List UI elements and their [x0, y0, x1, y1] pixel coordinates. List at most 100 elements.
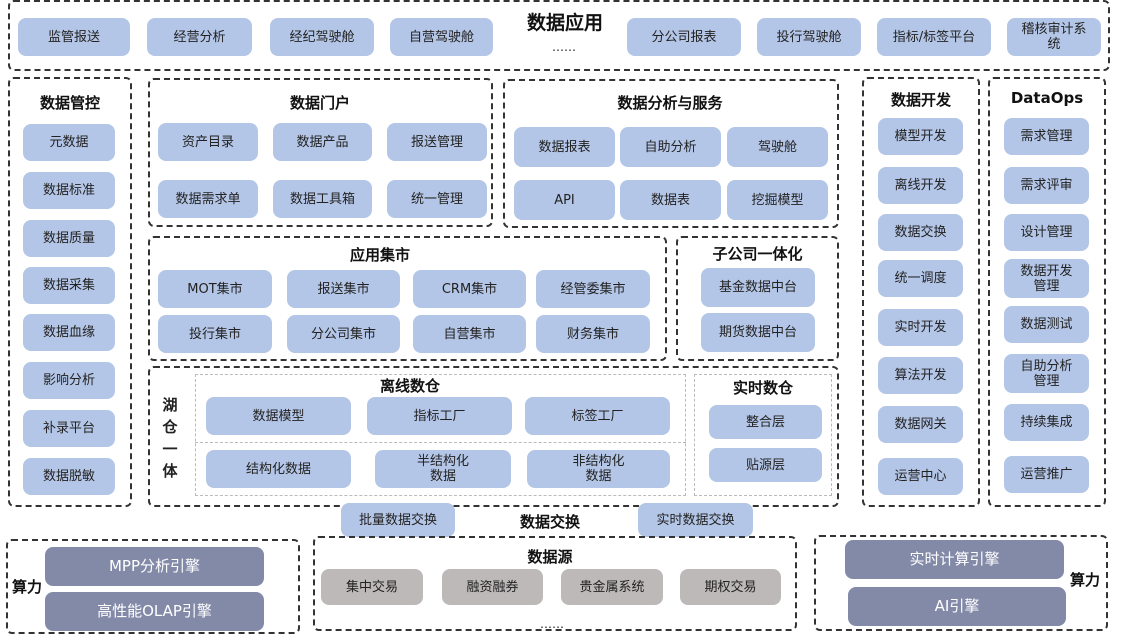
dev-realtime-development[interactable]: 实时开发 — [878, 309, 963, 346]
dataops-design-management[interactable]: 设计管理 — [1004, 214, 1089, 251]
dataops-self-analysis-management[interactable]: 自助分析 管理 — [1004, 354, 1089, 393]
offline-structured-data[interactable]: 结构化数据 — [206, 450, 351, 488]
app-item-brokerage-cockpit[interactable]: 经纪驾驶舱 — [270, 18, 374, 56]
app-market-panel — [148, 236, 667, 361]
dataops-continuous-integration[interactable]: 持续集成 — [1004, 404, 1089, 441]
realtime-integration-layer[interactable]: 整合层 — [709, 405, 822, 439]
offline-unstructured-data[interactable]: 非结构化 数据 — [527, 450, 670, 488]
offline-semi-structured-data[interactable]: 半结构化 数据 — [375, 450, 511, 488]
analysis-self-service[interactable]: 自助分析 — [620, 127, 721, 167]
data-development-title: 数据开发 — [890, 91, 951, 109]
lakehouse-label-char: 体 — [162, 462, 178, 480]
data-source-title: 数据源 — [527, 548, 573, 566]
analysis-mining-model[interactable]: 挖掘模型 — [727, 180, 828, 220]
lakehouse-label-char: 仓 — [162, 418, 178, 436]
market-management-committee[interactable]: 经管委集市 — [536, 270, 650, 308]
portal-data-request[interactable]: 数据需求单 — [158, 180, 258, 218]
source-margin-trading[interactable]: 融资融券 — [442, 569, 543, 605]
app-item-regulatory-report[interactable]: 监管报送 — [18, 18, 130, 56]
mpp-analysis-engine[interactable]: MPP分析引擎 — [45, 547, 264, 586]
dataops-requirement-management[interactable]: 需求管理 — [1004, 118, 1089, 155]
ai-engine[interactable]: AI引擎 — [848, 587, 1066, 626]
data-analysis-service-title: 数据分析与服务 — [617, 94, 723, 112]
portal-data-product[interactable]: 数据产品 — [273, 123, 372, 161]
market-mot[interactable]: MOT集市 — [158, 270, 272, 308]
dataops-panel — [988, 77, 1106, 507]
realtime-source-layer[interactable]: 贴源层 — [709, 448, 822, 482]
portal-asset-catalog[interactable]: 资产目录 — [158, 123, 258, 161]
app-item-ib-cockpit[interactable]: 投行驾驶舱 — [757, 18, 861, 56]
dataops-development-management[interactable]: 数据开发 管理 — [1004, 259, 1089, 298]
offline-warehouse-title: 离线数仓 — [379, 377, 440, 395]
portal-report-management[interactable]: 报送管理 — [387, 123, 487, 161]
offline-tag-factory[interactable]: 标签工厂 — [525, 397, 670, 435]
analysis-data-table[interactable]: 数据表 — [620, 180, 721, 220]
market-report[interactable]: 报送集市 — [287, 270, 400, 308]
offline-metric-factory[interactable]: 指标工厂 — [367, 397, 512, 435]
app-item-branch-report[interactable]: 分公司报表 — [627, 18, 741, 56]
compute-right-panel — [814, 535, 1108, 631]
app-item-proprietary-cockpit[interactable]: 自营驾驶舱 — [390, 18, 493, 56]
dev-algorithm-development[interactable]: 算法开发 — [878, 357, 963, 394]
market-proprietary[interactable]: 自营集市 — [413, 315, 526, 353]
dev-unified-scheduling[interactable]: 统一调度 — [878, 260, 963, 297]
subsidiary-futures-platform[interactable]: 期货数据中台 — [701, 313, 815, 352]
olap-engine[interactable]: 高性能OLAP引擎 — [45, 592, 264, 631]
dev-data-gateway[interactable]: 数据网关 — [878, 406, 963, 443]
analysis-cockpit[interactable]: 驾驶舱 — [727, 127, 828, 167]
app-item-metric-tag-platform[interactable]: 指标/标签平台 — [877, 18, 991, 56]
dev-operation-center[interactable]: 运营中心 — [878, 458, 963, 495]
realtime-warehouse-title: 实时数仓 — [732, 379, 793, 397]
governance-metadata[interactable]: 元数据 — [23, 124, 115, 161]
app-market-title: 应用集市 — [349, 246, 410, 264]
data-analysis-service-panel — [503, 79, 839, 228]
app-item-audit-system[interactable]: 稽核审计系 统 — [1007, 18, 1101, 56]
governance-data-masking[interactable]: 数据脱敏 — [23, 458, 115, 495]
realtime-warehouse-area — [694, 374, 832, 496]
source-centralized-trading[interactable]: 集中交易 — [321, 569, 423, 605]
batch-data-exchange[interactable]: 批量数据交换 — [341, 503, 455, 537]
analysis-api[interactable]: API — [514, 180, 615, 220]
governance-data-quality[interactable]: 数据质量 — [23, 220, 115, 257]
source-options-trading[interactable]: 期权交易 — [680, 569, 781, 605]
realtime-compute-engine[interactable]: 实时计算引擎 — [845, 540, 1064, 579]
dev-model-development[interactable]: 模型开发 — [878, 118, 963, 155]
governance-impact-analysis[interactable]: 影响分析 — [23, 362, 115, 399]
data-application-panel — [8, 0, 1110, 71]
portal-data-toolbox[interactable]: 数据工具箱 — [273, 180, 372, 218]
analysis-data-report[interactable]: 数据报表 — [514, 127, 615, 167]
offline-warehouse-area — [195, 374, 686, 496]
subsidiary-integration-panel — [676, 236, 839, 361]
governance-data-lineage[interactable]: 数据血缘 — [23, 314, 115, 351]
governance-supplement-platform[interactable]: 补录平台 — [23, 410, 115, 447]
compute-right-title: 算力 — [1069, 571, 1100, 589]
market-crm[interactable]: CRM集市 — [413, 270, 526, 308]
data-governance-title: 数据管控 — [39, 94, 100, 112]
data-application-title: 数据应用 — [526, 12, 603, 34]
governance-data-collection[interactable]: 数据采集 — [23, 267, 115, 304]
subsidiary-fund-platform[interactable]: 基金数据中台 — [701, 268, 815, 307]
app-item-business-analysis[interactable]: 经营分析 — [147, 18, 252, 56]
governance-data-standard[interactable]: 数据标准 — [23, 172, 115, 209]
dataops-operation-promotion[interactable]: 运营推广 — [1004, 456, 1089, 493]
market-investment-bank[interactable]: 投行集市 — [158, 315, 272, 353]
dataops-data-testing[interactable]: 数据测试 — [1004, 306, 1089, 343]
offline-warehouse-divider — [195, 442, 686, 443]
data-development-panel — [862, 77, 980, 507]
offline-data-model[interactable]: 数据模型 — [206, 397, 351, 435]
realtime-data-exchange[interactable]: 实时数据交换 — [638, 503, 753, 537]
market-finance[interactable]: 财务集市 — [536, 315, 650, 353]
dataops-requirement-review[interactable]: 需求评审 — [1004, 167, 1089, 204]
data-portal-panel — [148, 78, 493, 227]
lakehouse-label-char: 湖 — [162, 396, 178, 414]
data-exchange-title: 数据交换 — [519, 513, 580, 531]
lakehouse-label: 湖 仓 一 体 — [161, 394, 179, 482]
data-source-panel — [313, 536, 797, 631]
source-precious-metals[interactable]: 贵金属系统 — [561, 569, 663, 605]
market-branch[interactable]: 分公司集市 — [287, 315, 400, 353]
dev-data-exchange[interactable]: 数据交换 — [878, 214, 963, 251]
portal-unified-management[interactable]: 统一管理 — [387, 180, 487, 218]
dev-offline-development[interactable]: 离线开发 — [878, 167, 963, 204]
compute-left-panel — [6, 539, 300, 634]
lakehouse-panel — [148, 366, 839, 507]
